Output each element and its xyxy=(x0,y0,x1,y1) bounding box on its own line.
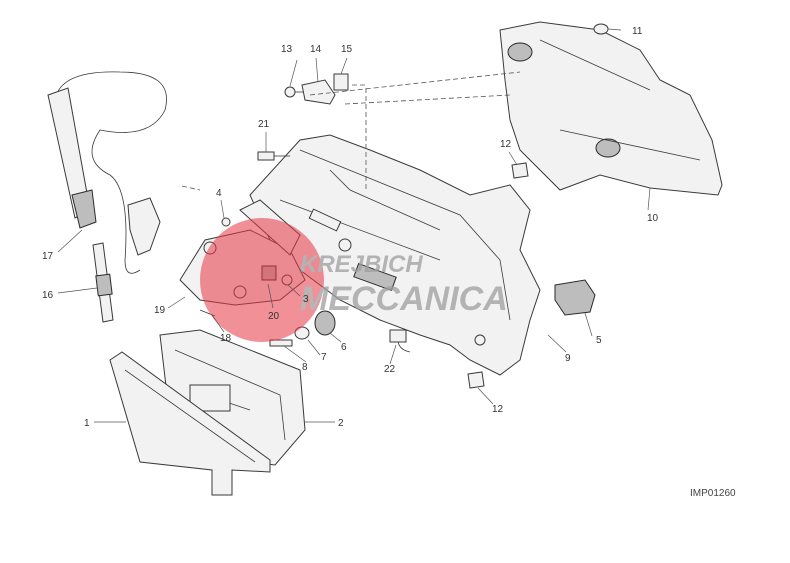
part-damper-6 xyxy=(314,310,336,336)
watermark-circle xyxy=(200,218,324,342)
callout-19: 19 xyxy=(154,305,166,316)
callout-5: 5 xyxy=(596,335,602,346)
part-grommet-12a xyxy=(511,162,529,179)
part-grommet-12b xyxy=(467,371,485,389)
callout-2: 2 xyxy=(338,418,344,429)
leader-lines xyxy=(57,28,651,423)
watermark-line1: KREJBICH xyxy=(300,251,423,278)
part-spark-plug-16 xyxy=(92,242,114,323)
callout-18: 18 xyxy=(220,333,232,344)
callout-21: 21 xyxy=(258,119,270,130)
part-cover-10 xyxy=(499,21,723,196)
part-ht-lead-17 xyxy=(47,71,167,274)
callout-7: 7 xyxy=(321,352,327,363)
callout-17: 17 xyxy=(42,251,54,262)
callout-1: 1 xyxy=(84,418,90,429)
part-clip-assembly-13-15 xyxy=(284,73,349,105)
callout-16: 16 xyxy=(42,290,54,301)
callout-10: 10 xyxy=(647,213,659,224)
callout-6: 6 xyxy=(341,342,347,353)
callout-8: 8 xyxy=(302,362,308,373)
callout-3: 3 xyxy=(303,294,309,305)
watermark-logo: KREJBICH MECCANICA xyxy=(200,218,508,342)
part-bolt-8 xyxy=(269,339,293,347)
part-frame-9 xyxy=(249,134,541,376)
callout-14: 14 xyxy=(310,44,322,55)
part-sensor-22 xyxy=(389,329,411,353)
callout-13: 13 xyxy=(281,44,293,55)
part-ecu-frame-1 xyxy=(109,351,271,496)
callout-12-top: 12 xyxy=(500,139,512,150)
callout-9: 9 xyxy=(565,353,571,364)
callout-22: 22 xyxy=(384,364,396,375)
watermark-line2: MECCANICA xyxy=(300,280,508,318)
callout-labels: 13 14 15 11 21 12 4 10 17 16 19 20 3 5 1… xyxy=(42,26,659,429)
drawing-code-label: IMP01260 xyxy=(690,488,736,499)
callout-20: 20 xyxy=(268,311,280,322)
callout-4: 4 xyxy=(216,188,222,199)
callout-15: 15 xyxy=(341,44,353,55)
callout-11: 11 xyxy=(632,26,643,37)
part-washer-11 xyxy=(593,23,609,35)
callout-12-bottom: 12 xyxy=(492,404,504,415)
part-connector-5 xyxy=(554,279,596,316)
